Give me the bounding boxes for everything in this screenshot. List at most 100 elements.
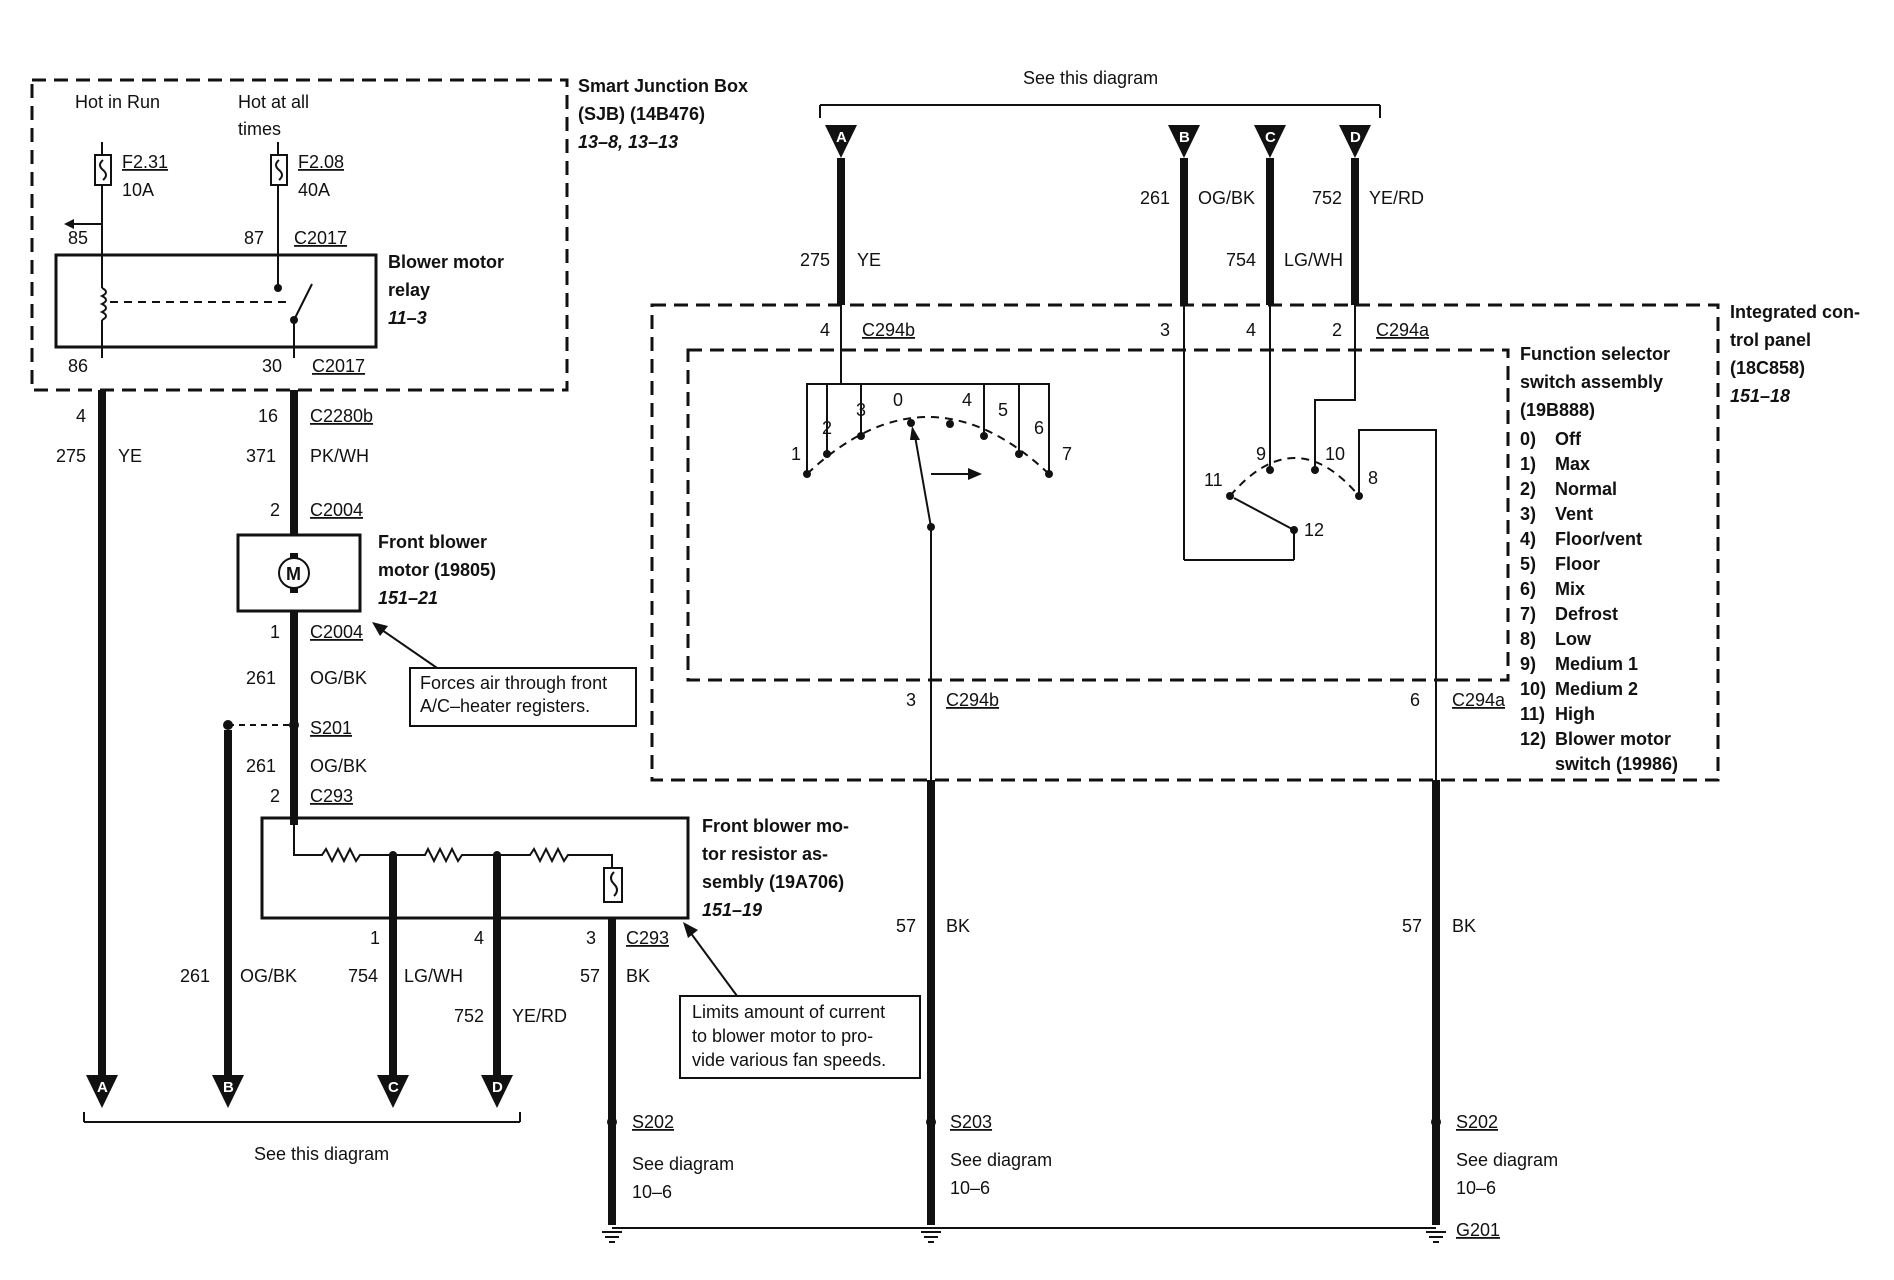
legend-num: 12) — [1520, 729, 1546, 749]
relay-title: Blower motor — [388, 252, 504, 272]
bm-label-11: 11 — [1204, 470, 1223, 490]
resistor-title: Front blower mo- — [702, 816, 849, 836]
relay-title-2: relay — [388, 280, 430, 300]
legend-num: 8) — [1520, 629, 1536, 649]
wire-261a-circuit: 261 — [246, 668, 276, 688]
bracket-top — [819, 104, 1381, 118]
pin-30: 30 — [262, 356, 282, 376]
relay-coil-icon — [99, 250, 290, 358]
legend-text: Medium 1 — [1555, 654, 1638, 674]
c294a-pin3: 3 — [1160, 320, 1170, 340]
wire-261b-color: OG/BK — [310, 756, 367, 776]
legend-text: Defrost — [1555, 604, 1618, 624]
s201-label: S201 — [310, 718, 352, 738]
legend-num: 11) — [1520, 704, 1545, 724]
callout-motor-arrow-icon — [372, 622, 441, 671]
svg-text:A: A — [836, 129, 847, 146]
c294a-pin4: 4 — [1246, 320, 1256, 340]
s202-left-see: See diagram — [632, 1154, 734, 1174]
sjb-ref: 13–8, 13–13 — [578, 132, 678, 152]
top-261-color: OG/BK — [1198, 188, 1255, 208]
legend-text: Max — [1555, 454, 1590, 474]
see-diagram-top: See this diagram — [1023, 68, 1158, 88]
top-754-color: LG/WH — [1284, 250, 1343, 270]
top-754-circuit: 754 — [1226, 250, 1256, 270]
callout-resistor-line2: to blower motor to pro- — [692, 1026, 873, 1046]
sw-label-4: 4 — [962, 390, 972, 410]
legend-text: Vent — [1555, 504, 1593, 524]
legend-text: Floor — [1555, 554, 1600, 574]
legend-num: 5) — [1520, 554, 1536, 574]
fss-title: Function selector — [1520, 344, 1670, 364]
s202-left-label: S202 — [632, 1112, 674, 1132]
legend-text: Low — [1555, 629, 1592, 649]
svg-text:D: D — [492, 1079, 503, 1096]
motor-title-2: motor (19805) — [378, 560, 496, 580]
relay-switch-icon — [274, 250, 313, 358]
fss-title-3: (19B888) — [1520, 400, 1595, 420]
wire-275-pin: 4 — [76, 406, 86, 426]
resistor-pin3: 3 — [586, 928, 596, 948]
legend-text-last: switch (19986) — [1555, 754, 1678, 774]
c294a-pin2: 2 — [1332, 320, 1342, 340]
c294b-bottom: C294b — [946, 690, 999, 710]
mid-57-circuit: 57 — [896, 916, 916, 936]
icp-title: Integrated con- — [1730, 302, 1860, 322]
bm-label-12: 12 — [1304, 520, 1324, 540]
c294b-top: C294b — [862, 320, 915, 340]
c293-pin-top: 2 — [270, 786, 280, 806]
legend-text: Blower motor — [1555, 729, 1671, 749]
bracket-bottom — [83, 1112, 521, 1123]
s203-dot — [926, 1117, 936, 1127]
function-selector-switch-icon — [803, 305, 1053, 680]
conn-c2017-top: C2017 — [294, 228, 347, 248]
right-57-color: BK — [1452, 916, 1476, 936]
g201-label: G201 — [1456, 1220, 1500, 1240]
connector-d-top: D — [1339, 125, 1371, 158]
ground-icon — [921, 1231, 941, 1243]
blower-motor-switch-icon — [1183, 305, 1437, 680]
resistor-box — [260, 816, 690, 920]
sw-label-0: 0 — [893, 390, 903, 410]
connector-c-bottom: C — [377, 1075, 409, 1108]
relay-ref: 11–3 — [388, 308, 427, 328]
resistor-title-3: sembly (19A706) — [702, 872, 844, 892]
s202-right-ref: 10–6 — [1456, 1178, 1496, 1198]
fuse-f208-amp: 40A — [298, 180, 330, 200]
motor-symbol: M — [286, 564, 301, 584]
c294a-pin-bottom: 6 — [1410, 690, 1420, 710]
s201-left-dot — [223, 720, 233, 730]
svg-text:C: C — [388, 1079, 399, 1096]
c2004-bottom: C2004 — [310, 622, 363, 642]
s202-left-ref: 10–6 — [632, 1182, 672, 1202]
legend-text: Off — [1555, 429, 1582, 449]
legend-num: 6) — [1520, 579, 1536, 599]
hot-at-all-label: Hot at all — [238, 92, 309, 112]
s202-right-dot — [1431, 1117, 1441, 1127]
pin-87: 87 — [244, 228, 264, 248]
svg-text:D: D — [1350, 129, 1361, 146]
bottom-752-circuit: 752 — [454, 1006, 484, 1026]
bottom-261-color: OG/BK — [240, 966, 297, 986]
top-752-color: YE/RD — [1369, 188, 1424, 208]
c294a-bottom: C294a — [1452, 690, 1506, 710]
bm-label-8: 8 — [1368, 468, 1378, 488]
legend-num: 4) — [1520, 529, 1536, 549]
legend-num: 0) — [1520, 429, 1536, 449]
s202-right-see: See diagram — [1456, 1150, 1558, 1170]
fuse-f231-amp: 10A — [122, 180, 154, 200]
arrow-left-icon — [64, 219, 102, 229]
icp-ref: 151–18 — [1730, 386, 1790, 406]
legend-text: Mix — [1555, 579, 1585, 599]
fuse-f231-id: F2.31 — [122, 152, 168, 172]
wire-371-circuit: 371 — [246, 446, 276, 466]
legend-num: 1) — [1520, 454, 1536, 474]
connector-b-top: B — [1168, 125, 1200, 158]
connector-b-bottom: B — [212, 1075, 244, 1108]
hot-in-run-label: Hot in Run — [75, 92, 160, 112]
c294b-pin-top: 4 — [820, 320, 830, 340]
pin-85: 85 — [68, 228, 88, 248]
callout-motor-line1: Forces air through front — [420, 673, 607, 693]
